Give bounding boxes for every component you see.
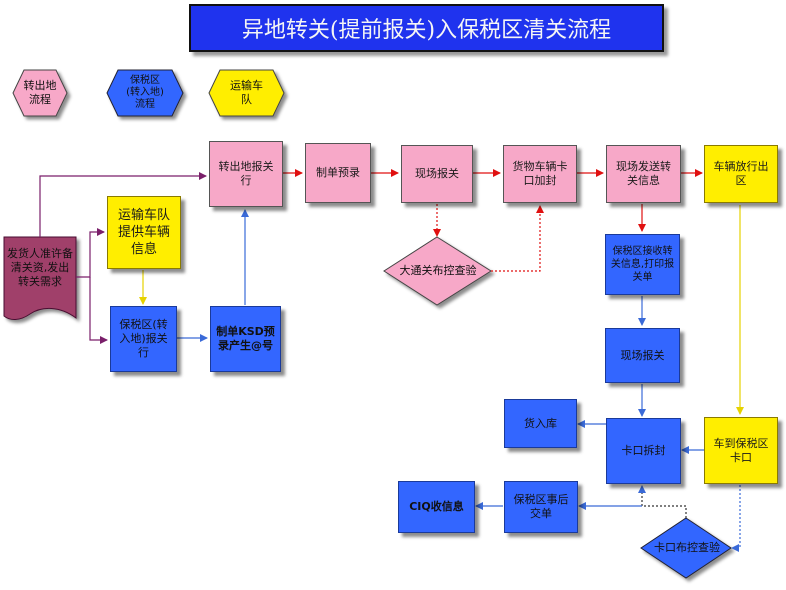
node-arrive-checkpoint: 车到保税区卡口 bbox=[704, 417, 778, 484]
legend-hex-origin bbox=[12, 69, 68, 117]
node-bonded-declare: 保税区(转入地)报关行 bbox=[110, 306, 177, 372]
node-seal: 货物车辆卡口加封 bbox=[503, 145, 577, 203]
connector-start-to-fleet bbox=[76, 228, 105, 278]
node-send-transfer: 现场发送转关信息 bbox=[606, 145, 681, 203]
node-post-submit: 保税区事后交单 bbox=[504, 481, 578, 533]
start-document-shape bbox=[3, 236, 77, 320]
connector-risk-to-seal bbox=[491, 205, 544, 272]
node-prepare-record: 制单预录 bbox=[305, 143, 371, 203]
connector-start-to-origin bbox=[39, 172, 207, 237]
legend-hex-bonded bbox=[106, 69, 184, 117]
node-fleet-info: 运输车队提供车辆信息 bbox=[107, 196, 181, 269]
node-site-declare-2: 现场报关 bbox=[605, 328, 680, 383]
node-receive-transfer: 保税区接收转关信息,打印报关单 bbox=[605, 234, 680, 295]
connector-inspect-to-unseal bbox=[638, 485, 687, 518]
connector-arrive-to-inspect bbox=[731, 485, 741, 552]
node-origin-declare: 转出地报关行 bbox=[209, 141, 283, 207]
node-vehicle-release: 车辆放行出区 bbox=[704, 145, 778, 203]
risk-check-diamond bbox=[383, 236, 492, 306]
node-unseal: 卡口拆封 bbox=[606, 418, 681, 484]
node-into-warehouse: 货入库 bbox=[504, 399, 577, 448]
page-title: 异地转关(提前报关)入保税区清关流程 bbox=[189, 4, 664, 52]
node-ksd-prerecord: 制单KSD预录产生@号 bbox=[210, 306, 281, 372]
connector-start-to-bonded bbox=[89, 277, 108, 344]
legend-hex-fleet bbox=[208, 69, 285, 117]
node-ciq-receive: CIQ收信息 bbox=[398, 481, 475, 533]
checkpoint-inspect-diamond bbox=[640, 517, 732, 579]
node-site-declare-1: 现场报关 bbox=[401, 145, 473, 203]
